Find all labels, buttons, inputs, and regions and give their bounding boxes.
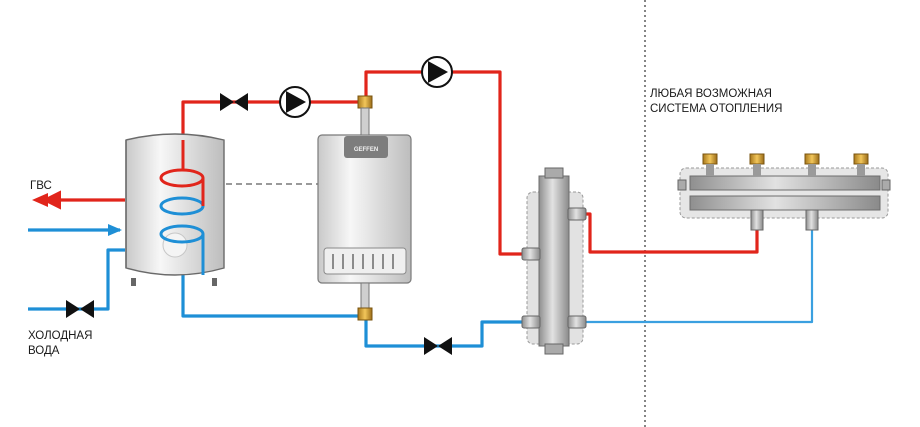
check-valve-icon xyxy=(66,300,94,318)
return-pipe-boiler-to-separator xyxy=(364,308,528,348)
manifold-outlet xyxy=(853,153,869,176)
heating-system-label-line2: СИСТЕМА ОТОПЛЕНИЯ xyxy=(650,103,782,115)
hot-pipe-tank-to-boiler xyxy=(181,100,362,140)
manifold-outlet xyxy=(804,153,820,176)
heating-system-label-line1: ЛЮБАЯ ВОЗМОЖНАЯ xyxy=(650,88,772,100)
hot-water-label: ГВС xyxy=(30,180,52,192)
heating-manifold xyxy=(677,153,891,231)
hot-pipe-boiler-to-separator xyxy=(364,70,528,256)
boiler-return-fitting xyxy=(357,282,373,321)
circulation-pump-icon xyxy=(279,86,311,118)
cold-water-supply-pipe xyxy=(28,248,125,311)
boiler-brand: GEFFEN xyxy=(354,147,378,153)
gas-boiler: GEFFEN xyxy=(317,134,412,284)
manifold-outlet xyxy=(749,153,765,176)
cold-water-arrowhead xyxy=(108,224,122,236)
return-pipe-tank-to-boiler xyxy=(181,275,362,318)
hot-water-arrowhead xyxy=(32,193,48,207)
heat-exchanger-coil xyxy=(159,140,205,275)
check-valve-icon xyxy=(424,337,452,355)
boiler-supply-fitting xyxy=(357,95,373,136)
circulation-pump-icon xyxy=(421,56,453,88)
manifold-outlet xyxy=(702,153,718,176)
return-pipe-manifold-to-separator xyxy=(574,228,814,324)
check-valve-icon xyxy=(220,93,248,111)
hydraulic-separator xyxy=(521,167,587,355)
cold-water-label-line2: ВОДА xyxy=(28,345,60,357)
cold-water-label-line1: ХОЛОДНАЯ xyxy=(28,330,92,342)
hot-pipe-separator-to-manifold xyxy=(574,212,759,254)
dhw-storage-tank xyxy=(125,133,225,286)
